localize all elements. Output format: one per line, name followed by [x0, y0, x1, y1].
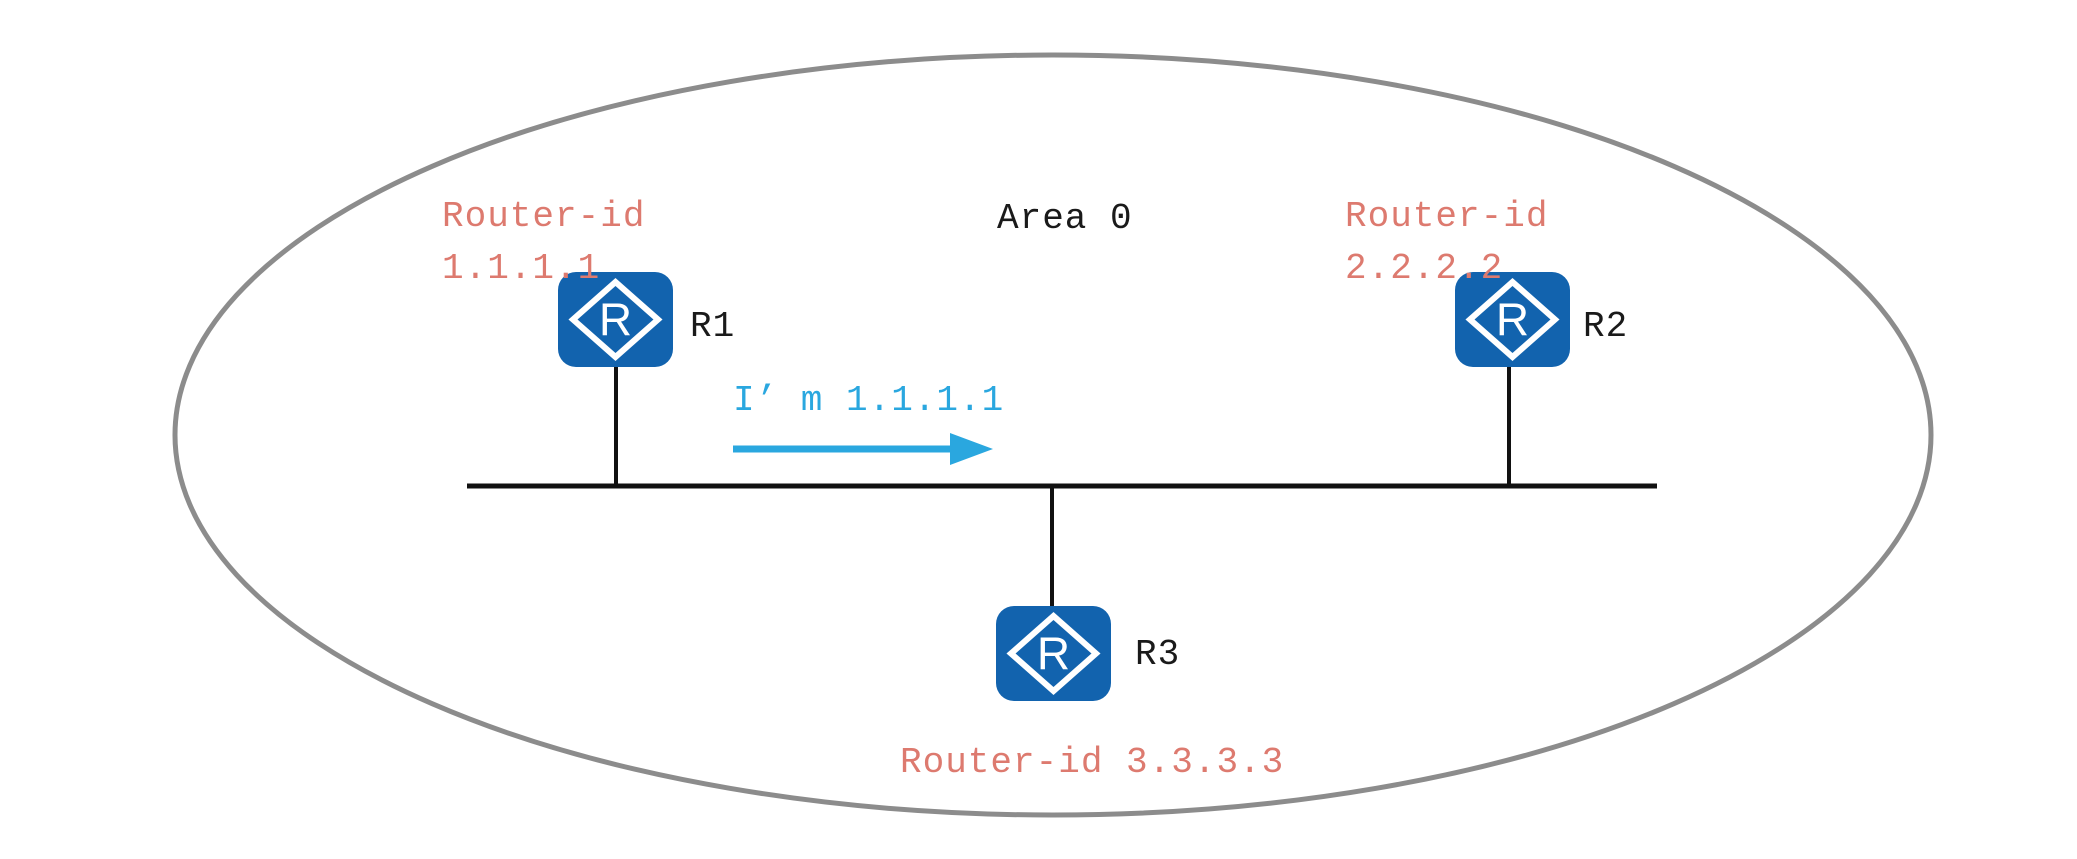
r3-router-id-label: Router-id 3.3.3.3 — [900, 742, 1285, 783]
area0-boundary-ellipse — [172, 52, 1934, 818]
r3-router-icon — [996, 606, 1111, 701]
r1-label: R1 — [690, 306, 736, 347]
r2-label: R2 — [1583, 306, 1629, 347]
r2-router-id-value: 2.2.2.2 — [1345, 248, 1504, 289]
r3-label: R3 — [1135, 634, 1181, 675]
r1-router-id-title: Router-id — [442, 196, 646, 237]
r1-router-id-value: 1.1.1.1 — [442, 248, 601, 289]
area-label: Area 0 — [997, 198, 1133, 239]
hello-arrow — [733, 433, 993, 465]
r2-router-id-title: Router-id — [1345, 196, 1549, 237]
hello-message-text: I’ m 1.1.1.1 — [733, 380, 1005, 421]
